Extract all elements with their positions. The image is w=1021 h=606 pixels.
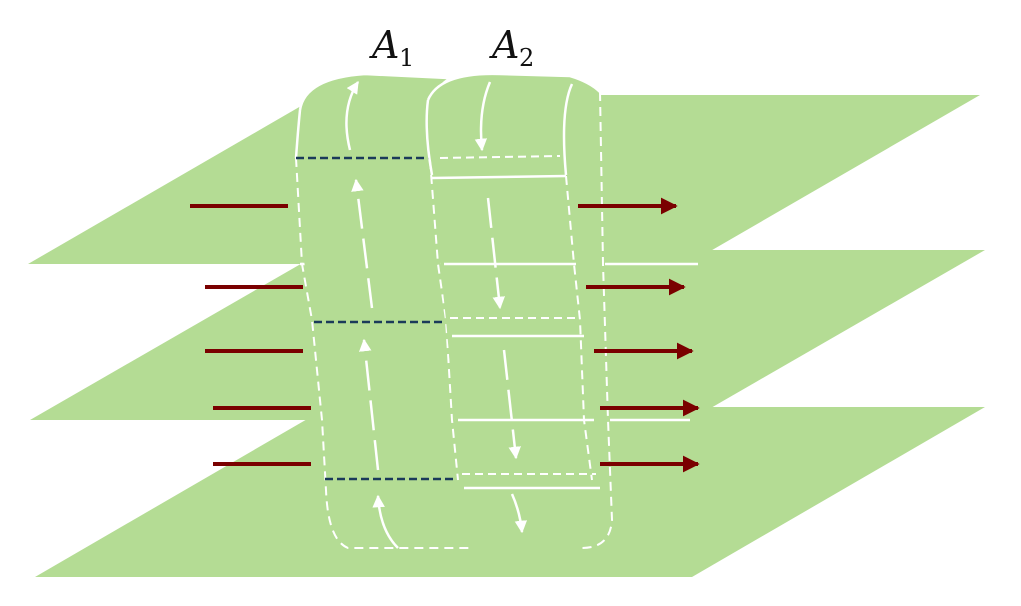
flow-arrow-a2-2: [502, 349, 521, 460]
label-a1-main: A: [369, 23, 399, 67]
label-a1: A 1: [369, 23, 414, 72]
flow-arrow-a2-1: [486, 197, 505, 310]
tube-a2: [425, 72, 615, 549]
flow-arrow-a1-top: [345, 80, 360, 151]
flow-arrow-a1-2: [358, 338, 380, 471]
label-a1-subscript: 1: [399, 44, 414, 72]
tube-a1: [294, 72, 472, 549]
flow-arrow-a1-bottom: [372, 494, 399, 549]
tube-a2-rim-solid-1: [431, 174, 567, 180]
tube-a2-outline-right-dashed: [581, 91, 614, 549]
external-arrows-right: [578, 197, 700, 473]
label-a2-main: A: [489, 23, 519, 67]
flow-arrows-a2: [474, 81, 528, 534]
external-arrows-left: [190, 204, 311, 466]
tube-a1-outline-left-dashed: [295, 157, 472, 549]
tube-a2-inner-left: [425, 99, 434, 176]
flow-arrows-a1: [345, 80, 399, 549]
tube-a2-rim-dashed-1: [439, 155, 561, 159]
label-a2: A 2: [489, 23, 534, 72]
tube-a2-outline-front: [426, 72, 601, 101]
tube-a1-top-rim: [298, 72, 449, 111]
tube-a1-outline-left: [294, 109, 302, 159]
tube-a2-inner-right: [562, 83, 574, 176]
label-a2-subscript: 2: [519, 44, 534, 72]
flow-arrow-a2-bottom: [510, 493, 528, 534]
flow-arrow-a1-1: [351, 178, 374, 309]
tube-a1-body: [298, 74, 472, 548]
flow-arrow-a2-top: [474, 81, 492, 152]
